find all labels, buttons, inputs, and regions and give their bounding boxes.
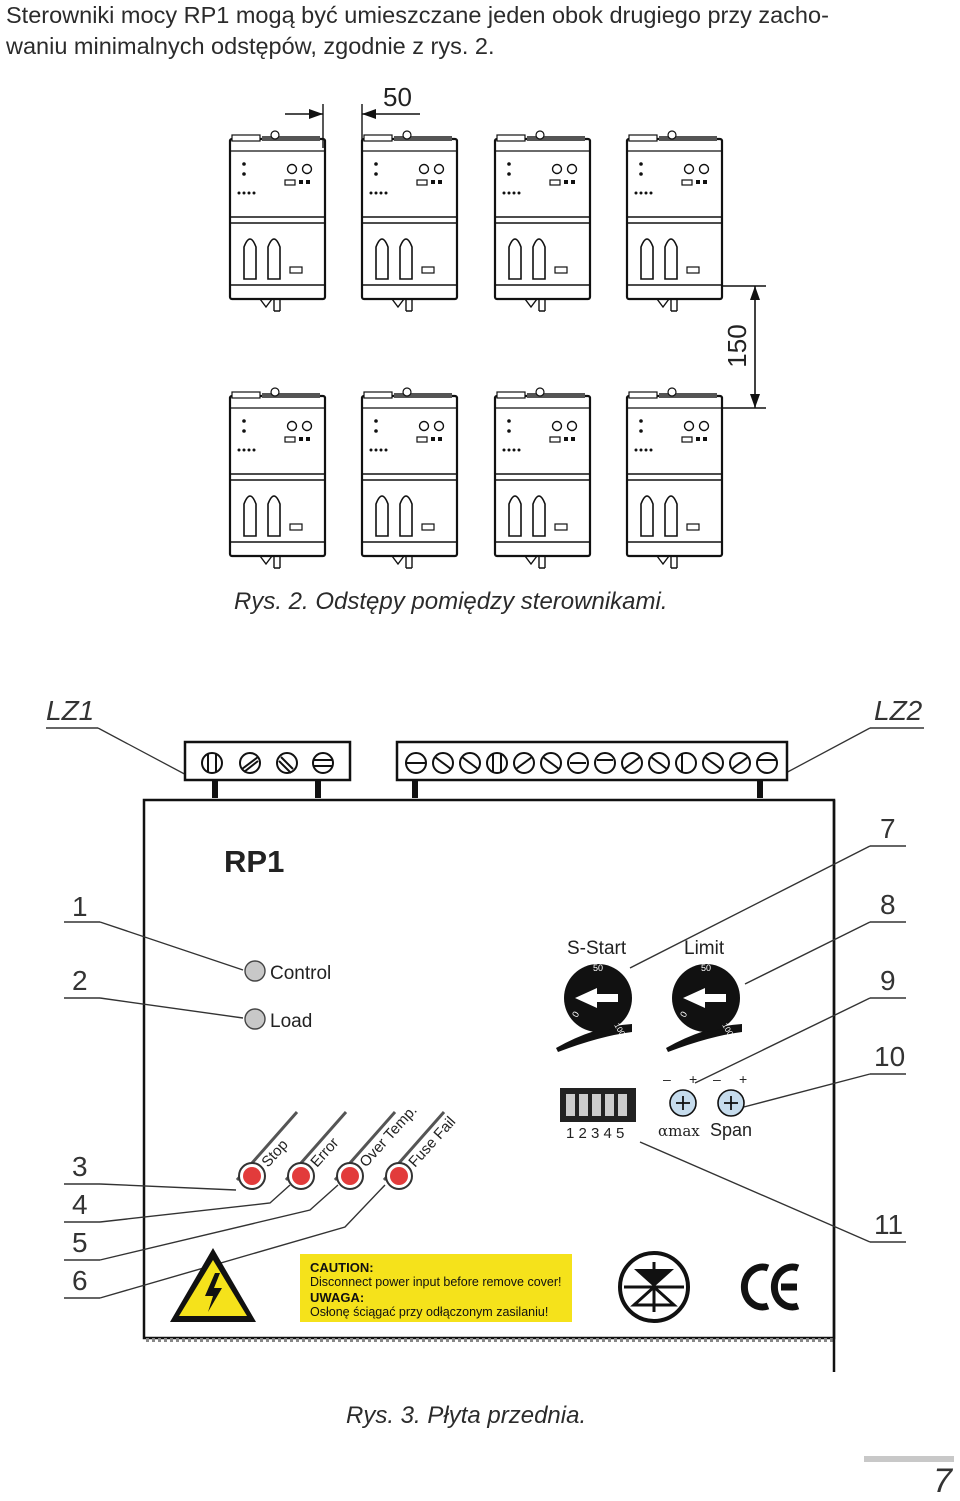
high-voltage-warning-icon <box>170 1248 256 1322</box>
knob-s-start-label: S-Start <box>567 938 627 959</box>
trimmer-alpha-plus: + <box>689 1071 697 1087</box>
figure-3-front-panel: LZ1 LZ2 <box>46 695 924 1372</box>
figure-3-caption: Rys. 3. Płyta przednia. <box>346 1402 587 1429</box>
knob-s-start-scale-mid: 50 <box>593 963 603 973</box>
caution-title: CAUTION: <box>310 1260 374 1275</box>
dimension-150: 150 <box>722 285 766 409</box>
callout-4: 4 <box>72 1189 88 1220</box>
thyristor-symbol-icon <box>618 1251 690 1323</box>
callout-1: 1 <box>72 891 88 922</box>
knob-limit-scale-min: 0 <box>678 1010 689 1019</box>
knob-limit[interactable]: Limit 50 0 100 <box>666 938 742 1052</box>
trimmer-span[interactable]: – + Span <box>710 1071 752 1140</box>
intro-line-2: waniu minimalnych odstępów, zgodnie z ry… <box>6 33 495 59</box>
ce-mark-icon <box>740 1263 800 1311</box>
caution-label: CAUTION: Disconnect power input before r… <box>300 1254 572 1322</box>
terminal-block-lz2 <box>395 740 789 798</box>
callout-5: 5 <box>72 1227 88 1258</box>
dimension-50: 50 <box>285 82 420 148</box>
led-control: Control <box>244 960 331 984</box>
led-load: Load <box>244 1008 312 1032</box>
trimmer-alpha-minus: – <box>663 1071 671 1087</box>
lz1-label: LZ1 <box>46 695 94 726</box>
callout-8: 8 <box>880 889 896 920</box>
callout-6: 6 <box>72 1265 88 1296</box>
led-control-label: Control <box>270 963 331 984</box>
uwaga-title: UWAGA: <box>310 1290 364 1305</box>
trimmer-alpha-max[interactable]: – + αmax <box>658 1071 700 1140</box>
dip-switch[interactable]: 1 2 3 4 5 <box>560 1088 636 1142</box>
knob-limit-scale-mid: 50 <box>701 963 711 973</box>
led-load-label: Load <box>270 1011 312 1032</box>
intro-line-1: Sterowniki mocy RP1 mogą być umieszczane… <box>6 2 829 28</box>
callout-2: 2 <box>72 965 88 996</box>
trimmer-span-plus: + <box>739 1071 747 1087</box>
callout-3: 3 <box>72 1151 88 1182</box>
dimension-50-label: 50 <box>383 82 412 112</box>
caution-text: Disconnect power input before remove cov… <box>310 1275 562 1289</box>
callout-7: 7 <box>880 813 896 844</box>
front-panel <box>142 798 836 1340</box>
model-label: RP1 <box>224 844 284 879</box>
figure-2-caption: Rys. 2. Odstępy pomiędzy sterownikami. <box>234 588 668 615</box>
terminal-block-lz1 <box>183 740 352 798</box>
trimmer-span-minus: – <box>713 1071 721 1087</box>
dip-switch-label: 1 2 3 4 5 <box>566 1125 624 1142</box>
knob-limit-label: Limit <box>684 938 725 959</box>
trimmer-span-label: Span <box>710 1120 752 1140</box>
figure-2-spacing-diagram: 50 150 <box>228 82 766 570</box>
knob-s-start[interactable]: S-Start 50 0 100 <box>556 938 632 1052</box>
intro-text: Sterowniki mocy RP1 mogą być umieszczane… <box>6 0 956 62</box>
callout-9: 9 <box>880 965 896 996</box>
lz2-label: LZ2 <box>874 695 923 726</box>
trimmer-alpha-label: αmax <box>658 1122 700 1140</box>
footer-rule <box>864 1456 954 1462</box>
page-number: 7 <box>933 1462 952 1500</box>
callout-11: 11 <box>874 1209 903 1240</box>
dimension-150-label: 150 <box>722 324 752 367</box>
callout-10: 10 <box>874 1041 905 1072</box>
uwaga-text: Osłonę ściągać przy odłączonym zasilaniu… <box>310 1305 548 1319</box>
knob-s-start-scale-min: 0 <box>570 1010 581 1019</box>
